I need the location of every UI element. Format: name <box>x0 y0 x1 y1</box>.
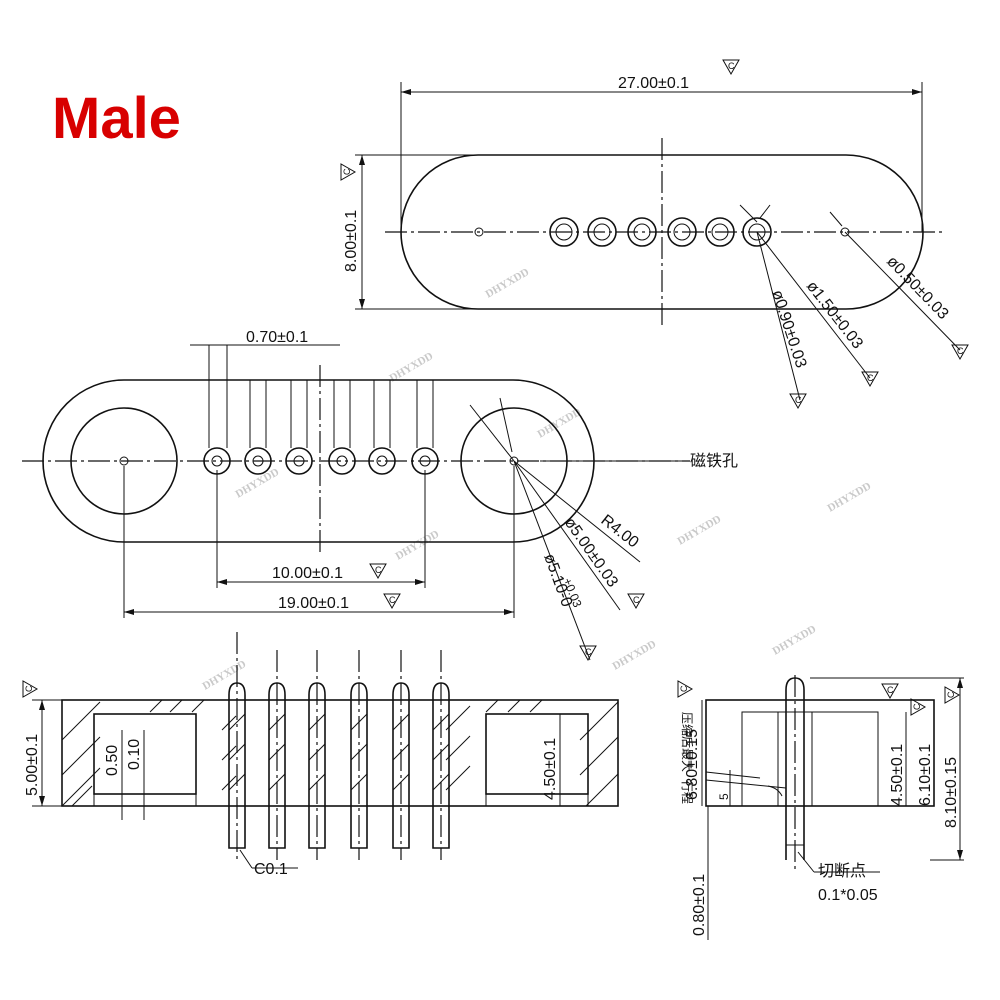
compress-note: 压缩后最大 <box>680 712 695 772</box>
pin-width-dim: 0.70±0.1 <box>246 329 308 346</box>
side-body <box>61 699 619 807</box>
magnet-hole-label: 磁铁孔 <box>690 452 738 470</box>
watermark: DHYXDD <box>234 466 282 501</box>
magnet-pocket-right <box>485 713 589 795</box>
middle-view-outline <box>42 379 595 543</box>
chamfer-label: C0.1 <box>254 861 288 878</box>
cut-point-label: 切断点 <box>818 862 866 880</box>
watermark: DHYXDD <box>771 623 819 658</box>
detail-view: 压缩后最大 行程 6.80±0.15 5 4.50±0.1 6.10±0.1 8… <box>680 675 964 940</box>
guide-hole <box>840 227 850 237</box>
tolerance-symbol: C <box>389 595 396 605</box>
watermark: DHYXDD <box>676 513 724 548</box>
detail-pin <box>785 677 805 860</box>
middle-view: 0.70±0.1 磁铁孔 R4.00 ø5.00±0.03 ø5.10-0 +0… <box>22 329 738 661</box>
top-length-dim: 27.00±0.1 <box>618 75 689 92</box>
tolerance-symbol: C <box>342 168 352 175</box>
tolerance-symbol: C <box>633 595 640 605</box>
side-height-dim: 5.00±0.1 <box>24 734 41 796</box>
cut-point-value: 0.1*0.05 <box>818 887 878 904</box>
diameter-150-dim: ø1.50±0.03 <box>803 278 866 352</box>
dim-5: 5 <box>717 793 731 800</box>
watermark: DHYXDD <box>611 638 659 673</box>
top-view-outline <box>400 154 924 310</box>
detail-080-dim: 0.80±0.1 <box>691 874 708 936</box>
top-height-dim: 8.00±0.1 <box>343 210 360 272</box>
diameter-050-dim: ø0.50±0.03 <box>883 253 951 323</box>
pin-leads <box>208 345 434 448</box>
pins-side <box>228 682 450 849</box>
watermark: DHYXDD <box>394 528 442 563</box>
compressed-height-dim: 6.80±0.15 <box>684 729 701 800</box>
detail-450-dim: 4.50±0.1 <box>889 744 906 806</box>
section-hatch <box>61 699 619 807</box>
tolerance-symbol: C <box>887 685 894 695</box>
top-view: 27.00±0.1 8.00±0.1 ø0.90±0.03 ø1.50±0.03… <box>343 75 961 401</box>
side-section-view: 5.00±0.1 0.50 0.10 4.50±0.1 C0.1 <box>24 632 619 878</box>
pocket-height-dim: 4.50±0.1 <box>542 738 559 800</box>
travel-note: 行程 <box>680 780 695 804</box>
detail-610-dim: 6.10±0.1 <box>917 744 934 806</box>
watermark: DHYXDD <box>201 658 249 693</box>
tolerance-symbol: C <box>728 61 735 71</box>
pin-holes <box>549 217 772 247</box>
watermark: DHYXDD <box>484 266 532 301</box>
pin-center-lines <box>236 632 442 860</box>
tolerance-symbol: C <box>585 647 592 657</box>
tolerance-markers: C C C C C C C C C C C C C C <box>22 59 969 716</box>
watermark: DHYXDD <box>826 480 874 515</box>
span-10-dim: 10.00±0.1 <box>272 565 343 582</box>
title: Male <box>52 86 181 151</box>
tolerance-symbol: C <box>375 565 382 575</box>
tolerance-symbol: C <box>867 373 874 383</box>
tolerance-symbol: C <box>957 346 964 356</box>
tolerance-symbol: C <box>795 395 802 405</box>
tolerance-symbol: C <box>24 685 34 692</box>
dim-010: 0.10 <box>126 739 143 770</box>
tolerance-symbol: C <box>946 691 956 698</box>
tolerance-symbol: C <box>679 685 689 692</box>
dim-050: 0.50 <box>104 745 121 776</box>
tolerance-symbol: C <box>912 703 922 710</box>
span-19-dim: 19.00±0.1 <box>278 595 349 612</box>
detail-810-dim: 8.10±0.15 <box>943 757 960 828</box>
guide-hole <box>474 227 484 237</box>
